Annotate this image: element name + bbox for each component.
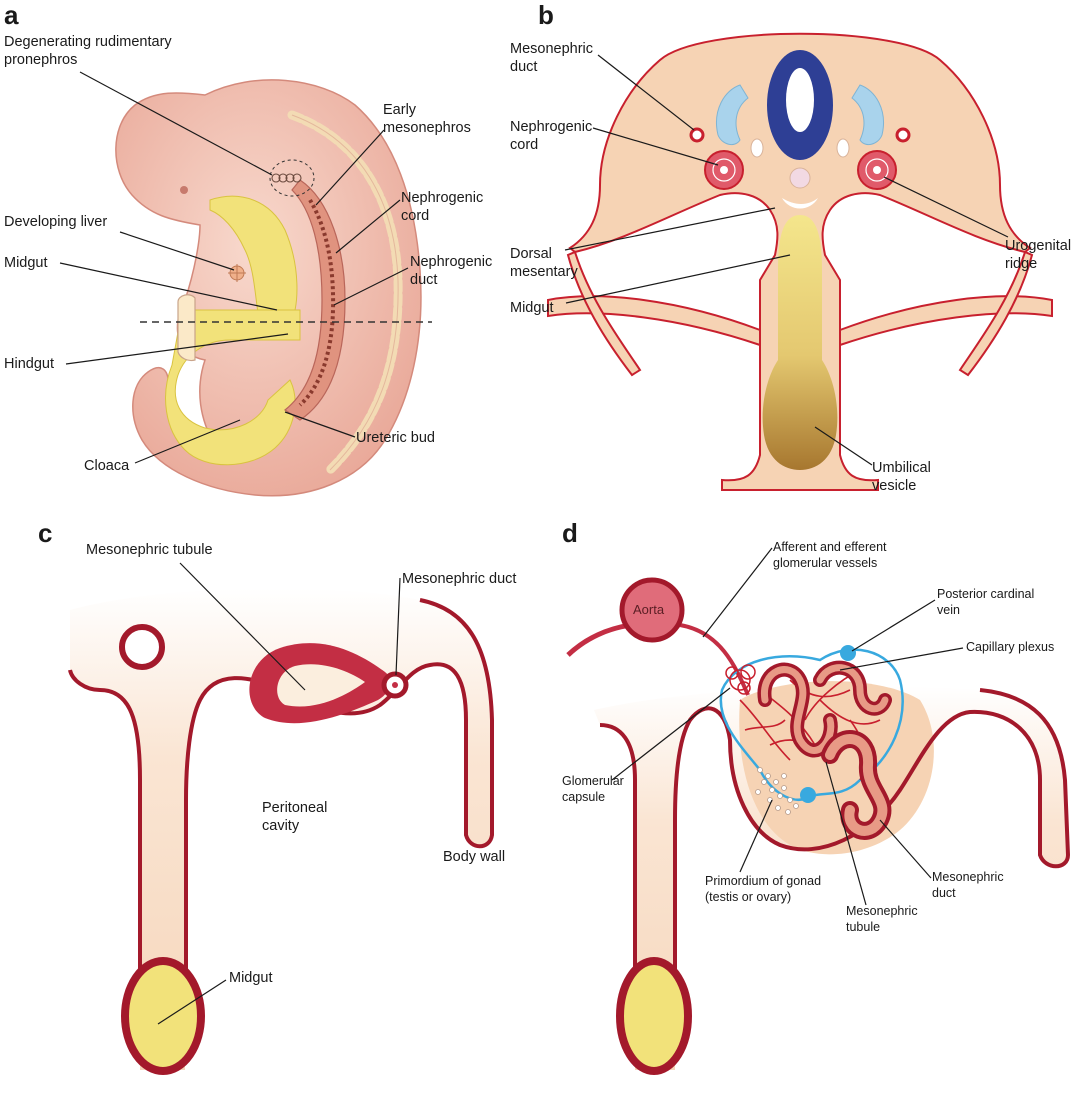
midgut-c bbox=[125, 961, 201, 1071]
label-nephrogenic-duct-line2: duct bbox=[410, 272, 437, 288]
cardinal-vein-left bbox=[751, 139, 763, 157]
panel-a-letter: a bbox=[4, 0, 19, 30]
cardinal-vein-right bbox=[837, 139, 849, 157]
label-mesonephric-duct-d-line2: duct bbox=[932, 886, 956, 900]
label-developing-liver-text: Developing liver bbox=[4, 214, 107, 230]
label-umbilical-vesicle-line1: Umbilical bbox=[872, 460, 931, 476]
label-hindgut-text: Hindgut bbox=[4, 356, 54, 372]
label-nephrogenic-cord-b-line2: cord bbox=[510, 137, 538, 153]
label-body-wall: Body wall bbox=[443, 849, 505, 865]
label-mesonephric-duct-d: Mesonephric duct bbox=[880, 820, 1004, 900]
label-pronephros-line1: Degenerating rudimentary bbox=[4, 34, 172, 50]
aorta-d: Aorta bbox=[568, 580, 748, 695]
label-umbilical-vesicle-line2: vesicle bbox=[872, 478, 916, 494]
neural-canal bbox=[786, 68, 814, 132]
allantois bbox=[178, 295, 195, 361]
cardinal-vein-node-bottom bbox=[800, 787, 816, 803]
label-peritoneal-cavity-line2: cavity bbox=[262, 818, 300, 834]
eye-spot bbox=[180, 186, 188, 194]
panel-c-letter: c bbox=[38, 518, 52, 548]
mesonephric-duct-left bbox=[691, 129, 703, 141]
label-aorta: Aorta bbox=[633, 602, 665, 617]
label-glomerular-capsule-line1: Glomerular bbox=[562, 774, 624, 788]
label-peritoneal-cavity: Peritoneal cavity bbox=[262, 800, 327, 834]
panel-a: a Degenerating rudimentary bbox=[4, 0, 492, 496]
nephrogenic-cord-left bbox=[705, 151, 743, 189]
label-mesonephric-duct-c-text: Mesonephric duct bbox=[402, 571, 516, 587]
label-glomerular-vessels: Afferent and efferent glomerular vessels bbox=[703, 540, 887, 637]
midgut-d bbox=[620, 961, 688, 1071]
label-cloaca-text: Cloaca bbox=[84, 458, 130, 474]
label-nephrogenic-cord-a-line2: cord bbox=[401, 208, 429, 224]
body-wall-left bbox=[548, 296, 760, 345]
label-pronephros-line2: pronephros bbox=[4, 52, 77, 68]
aorta-c bbox=[122, 627, 162, 667]
label-body-wall-text: Body wall bbox=[443, 849, 505, 865]
label-peritoneal-cavity-line1: Peritoneal bbox=[262, 800, 327, 816]
label-capillary-plexus: Capillary plexus bbox=[840, 640, 1054, 670]
label-mesonephric-duct-b-line1: Mesonephric bbox=[510, 41, 593, 57]
label-posterior-cardinal-vein-line1: Posterior cardinal bbox=[937, 587, 1034, 601]
label-midgut-b-text: Midgut bbox=[510, 300, 554, 316]
panel-b: b bbox=[510, 0, 1071, 494]
label-posterior-cardinal-vein-line2: vein bbox=[937, 603, 960, 617]
label-primordium-gonad-line2: (testis or ovary) bbox=[705, 890, 791, 904]
panel-d-letter: d bbox=[562, 518, 578, 548]
label-glomerular-vessels-line1: Afferent and efferent bbox=[773, 540, 887, 554]
label-mesonephric-duct-d-line1: Mesonephric bbox=[932, 870, 1004, 884]
panel-c: c Mesonephric tubule Mesonephric duct bbox=[38, 518, 516, 1071]
label-dorsal-mesentary-line2: mesentary bbox=[510, 264, 578, 280]
label-early-mesonephros-line2: mesonephros bbox=[383, 120, 471, 136]
label-nephrogenic-duct-line1: Nephrogenic bbox=[410, 254, 492, 270]
label-midgut-c-text: Midgut bbox=[229, 970, 273, 986]
label-mesonephric-tubule-d-line1: Mesonephric bbox=[846, 904, 918, 918]
label-early-mesonephros-line1: Early bbox=[383, 102, 417, 118]
label-nephrogenic-cord-a-line1: Nephrogenic bbox=[401, 190, 483, 206]
label-urogenital-ridge-line1: Urogenital bbox=[1005, 238, 1071, 254]
nephrogenic-cord-right bbox=[858, 151, 896, 189]
panel-d: d Aorta bbox=[562, 518, 1068, 1071]
panel-b-letter: b bbox=[538, 0, 554, 30]
label-mesonephric-tubule-d-line2: tubule bbox=[846, 920, 880, 934]
label-mesonephric-tubule-c-text: Mesonephric tubule bbox=[86, 542, 213, 558]
label-glomerular-capsule-line2: capsule bbox=[562, 790, 605, 804]
mesonephric-duct-c bbox=[384, 674, 406, 696]
mesonephric-duct-right bbox=[897, 129, 909, 141]
label-capillary-plexus-text: Capillary plexus bbox=[966, 640, 1054, 654]
body-wall-right bbox=[840, 296, 1052, 345]
label-nephrogenic-cord-b-line1: Nephrogenic bbox=[510, 119, 592, 135]
cardinal-vein-node-top bbox=[840, 645, 856, 661]
label-midgut-a-text: Midgut bbox=[4, 255, 48, 271]
label-mesonephric-duct-b-line2: duct bbox=[510, 59, 537, 75]
label-dorsal-mesentary-line1: Dorsal bbox=[510, 246, 552, 262]
label-glomerular-vessels-line2: glomerular vessels bbox=[773, 556, 877, 570]
label-ureteric-bud-text: Ureteric bud bbox=[356, 430, 435, 446]
aorta-b bbox=[790, 168, 810, 188]
label-primordium-gonad-line1: Primordium of gonad bbox=[705, 874, 821, 888]
label-urogenital-ridge-line2: ridge bbox=[1005, 256, 1037, 272]
